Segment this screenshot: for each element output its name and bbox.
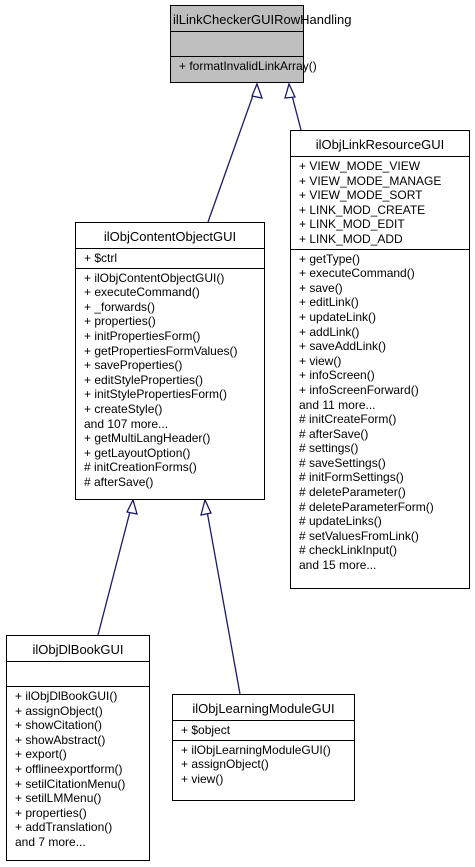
- attribute-item: + LINK_MOD_ADD: [299, 231, 403, 246]
- edge-content-to-root: [207, 83, 258, 223]
- method-item: + view(): [181, 771, 224, 786]
- arrowhead-linkres-to-root: [284, 82, 296, 99]
- attribute-item: + VIEW_MODE_MANAGE: [299, 173, 442, 188]
- method-item: # initFormSettings(): [299, 470, 404, 485]
- arrowhead-lm-to-content: [200, 498, 212, 516]
- method-item: + showCitation(): [15, 718, 103, 733]
- arrowhead-content-to-root: [251, 82, 263, 99]
- method-item: + getPropertiesFormValues(): [84, 343, 238, 358]
- method-item: + infoScreen(): [299, 368, 375, 383]
- method-item: + save(): [299, 280, 343, 295]
- method-item: + saveProperties(): [84, 358, 183, 373]
- attribute-item: + LINK_MOD_EDIT: [299, 217, 405, 232]
- method-item: # afterSave(): [299, 426, 369, 441]
- method-item: + ilObjDlBookGUI(): [15, 689, 118, 703]
- method-item: # initCreateForm(): [299, 412, 397, 427]
- method-item: # checkLinkInput(): [299, 543, 398, 558]
- method-item: # updateLinks(): [299, 514, 382, 529]
- class-name-section: ilObjLearningModuleGUI: [173, 695, 354, 720]
- attributes-section: + $ctrl: [76, 248, 264, 268]
- method-item: + assignObject(): [181, 757, 269, 772]
- methods-section: + ilObjContentObjectGUI()+ executeComman…: [76, 267, 264, 492]
- method-item: + saveAddLink(): [299, 339, 387, 354]
- method-item: + showAbstract(): [15, 732, 106, 747]
- method-item: + editLink(): [299, 295, 359, 310]
- arrowhead-dlbook-to-content: [126, 498, 138, 515]
- method-item: + infoScreenForward(): [299, 382, 419, 397]
- method-item: + getType(): [299, 251, 361, 266]
- method-item: + ilObjLearningModuleGUI(): [181, 742, 331, 757]
- method-item: # deleteParameter(): [299, 485, 406, 500]
- method-item: # saveSettings(): [299, 455, 386, 470]
- method-item: + executeCommand(): [84, 285, 200, 300]
- attribute-item: + VIEW_MODE_SORT: [299, 188, 423, 203]
- class-name: ilObjLinkResourceGUI: [315, 137, 445, 152]
- class-box-ilobjlinkresourcegui[interactable]: ilObjLinkResourceGUI + VIEW_MODE_VIEW+ V…: [290, 130, 470, 589]
- methods-section: + formatInvalidLinkArray(): [171, 56, 317, 76]
- method-item: and 11 more...: [299, 397, 376, 412]
- methods-section: + ilObjDlBookGUI()+ assignObject()+ show…: [7, 686, 149, 852]
- attributes-section: + VIEW_MODE_VIEW+ VIEW_MODE_MANAGE+ VIEW…: [291, 156, 469, 249]
- attributes-section: + $object: [173, 720, 354, 740]
- class-box-ilobjdlbookgui[interactable]: ilObjDlBookGUI + ilObjDlBookGUI()+ assig…: [6, 635, 150, 861]
- method-item: + addTranslation(): [15, 820, 113, 835]
- method-item: + getLayoutOption(): [84, 445, 191, 460]
- class-name: ilObjLearningModuleGUI: [192, 701, 335, 716]
- class-name: ilObjDlBookGUI: [32, 642, 124, 657]
- method-item: + setilLMMenu(): [15, 791, 102, 806]
- method-item: # initCreationForms(): [84, 460, 197, 475]
- method-item: + initStylePropertiesForm(): [84, 387, 228, 402]
- class-name-section: ilLinkCheckerGUIRowHandling: [171, 6, 352, 31]
- method-item: + offlineexportform(): [15, 761, 123, 776]
- attribute-item: + $object: [181, 723, 231, 737]
- class-name-section: ilObjDlBookGUI: [7, 636, 149, 661]
- method-item: + properties(): [84, 314, 156, 329]
- attribute-item: + LINK_MOD_CREATE: [299, 202, 426, 217]
- method-item: + updateLink(): [299, 309, 377, 324]
- attributes-section: [171, 31, 303, 56]
- method-item: + getMultiLangHeader(): [84, 431, 211, 446]
- edge-dlbook-to-content: [97, 499, 134, 636]
- method-item: + _forwards(): [84, 299, 156, 314]
- method-item: + editStyleProperties(): [84, 372, 204, 387]
- class-name: ilObjContentObjectGUI: [103, 229, 237, 244]
- edge-lm-to-content: [204, 499, 241, 695]
- class-name: ilLinkCheckerGUIRowHandling: [173, 12, 352, 27]
- methods-section: + getType()+ executeCommand()+ save()+ e…: [291, 248, 469, 575]
- method-item: and 15 more...: [299, 558, 377, 573]
- method-item: # settings(): [299, 441, 359, 456]
- method-item: + createStyle(): [84, 401, 163, 416]
- method-item: + executeCommand(): [299, 266, 415, 281]
- method-item: + export(): [15, 747, 67, 762]
- method-item: # setValuesFromLink(): [299, 528, 419, 543]
- method-item: + formatInvalidLinkArray(): [179, 59, 317, 73]
- method-item: and 107 more...: [84, 416, 169, 431]
- method-item: + addLink(): [299, 324, 360, 339]
- method-item: + view(): [299, 353, 342, 368]
- method-item: and 7 more...: [15, 834, 86, 849]
- class-name-section: ilObjLinkResourceGUI: [291, 131, 469, 156]
- class-name-section: ilObjContentObjectGUI: [76, 223, 264, 248]
- method-item: + properties(): [15, 805, 87, 820]
- attributes-section: [7, 661, 149, 686]
- class-box-ilobjcontentobjectgui[interactable]: ilObjContentObjectGUI + $ctrl + ilObjCon…: [75, 222, 265, 500]
- method-item: # afterSave(): [84, 474, 154, 489]
- methods-section: + ilObjLearningModuleGUI()+ assignObject…: [173, 739, 354, 789]
- class-box-ilobjlearningmodulegui[interactable]: ilObjLearningModuleGUI + $object + ilObj…: [172, 694, 355, 801]
- method-item: + assignObject(): [15, 703, 103, 718]
- method-item: + initPropertiesForm(): [84, 328, 201, 343]
- method-item: # deleteParameterForm(): [299, 499, 434, 514]
- attribute-item: + VIEW_MODE_VIEW: [299, 159, 421, 173]
- attribute-item: + $ctrl: [84, 251, 118, 265]
- method-item: + setilCitationMenu(): [15, 776, 126, 791]
- method-item: + ilObjContentObjectGUI(): [84, 270, 225, 285]
- class-box-illinkcheckerguirowhandling[interactable]: ilLinkCheckerGUIRowHandling + formatInva…: [170, 5, 352, 83]
